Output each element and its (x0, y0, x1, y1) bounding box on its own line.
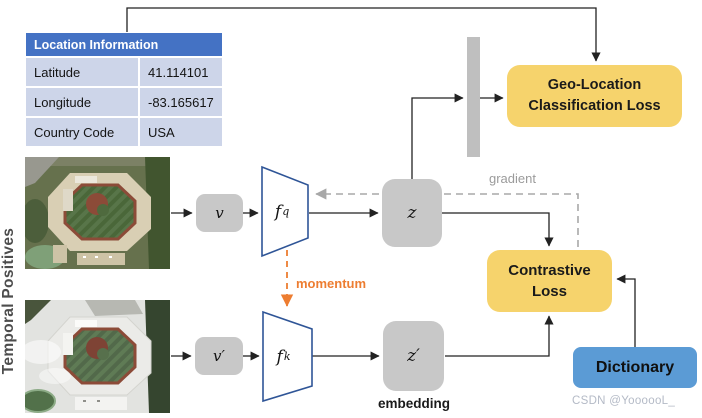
node-z-prime-label: z′ (407, 346, 420, 366)
node-v-prime-label: v′ (213, 347, 225, 365)
temporal-positives-label: Temporal Positives (0, 227, 17, 375)
encoder-fq-shape (261, 165, 309, 258)
gradient-annotation: gradient (489, 171, 536, 186)
node-v: v (196, 194, 243, 232)
geo-loss-line1: Geo-Location (547, 77, 642, 94)
node-v-prime: v′ (195, 337, 243, 375)
location-info-table-header: Location Information (26, 33, 222, 56)
node-z: z (382, 179, 442, 247)
projection-layer-bar (467, 37, 480, 157)
contrastive-loss-line2: Loss (531, 283, 567, 300)
table-row-label: Latitude (26, 58, 138, 86)
geo-location-classification-loss-box: Geo-Location Classification Loss (507, 65, 682, 127)
connector-z-to-projection-bar (411, 93, 464, 179)
table-row-value: USA (140, 118, 222, 146)
table-row-label: Country Code (26, 118, 138, 146)
connector-zprime-to-contrastive-loss (445, 315, 554, 357)
node-v-label: v (215, 204, 224, 222)
contrastive-loss-line1: Contrastive (508, 261, 591, 279)
encoder-fk-shape (262, 310, 313, 403)
dictionary-label: Dictionary (595, 358, 675, 376)
dictionary-box: Dictionary (573, 347, 697, 388)
satellite-image-summer (25, 157, 170, 269)
connector-z-to-contrastive-loss (442, 212, 554, 247)
momentum-annotation: momentum (296, 276, 367, 291)
location-info-table: Location Information Latitude 41.114101 … (26, 33, 222, 146)
contrastive-loss-box: Contrastive Loss (487, 250, 612, 312)
embedding-annotation: embedding (377, 396, 450, 411)
connector-dictionary-to-contrastive-loss (616, 274, 636, 347)
node-z-label: z (407, 203, 417, 223)
geo-loss-line2: Classification Loss (528, 98, 661, 114)
node-z-prime: z′ (383, 321, 444, 391)
table-row-label: Longitude (26, 88, 138, 116)
satellite-image-winter (25, 300, 170, 413)
gradient-dashed-arrow (315, 188, 579, 247)
table-row-value: 41.114101 (140, 58, 222, 86)
csdn-watermark: CSDN @YoooooL_ (572, 395, 676, 407)
table-row-value: -83.165617 (140, 88, 222, 116)
